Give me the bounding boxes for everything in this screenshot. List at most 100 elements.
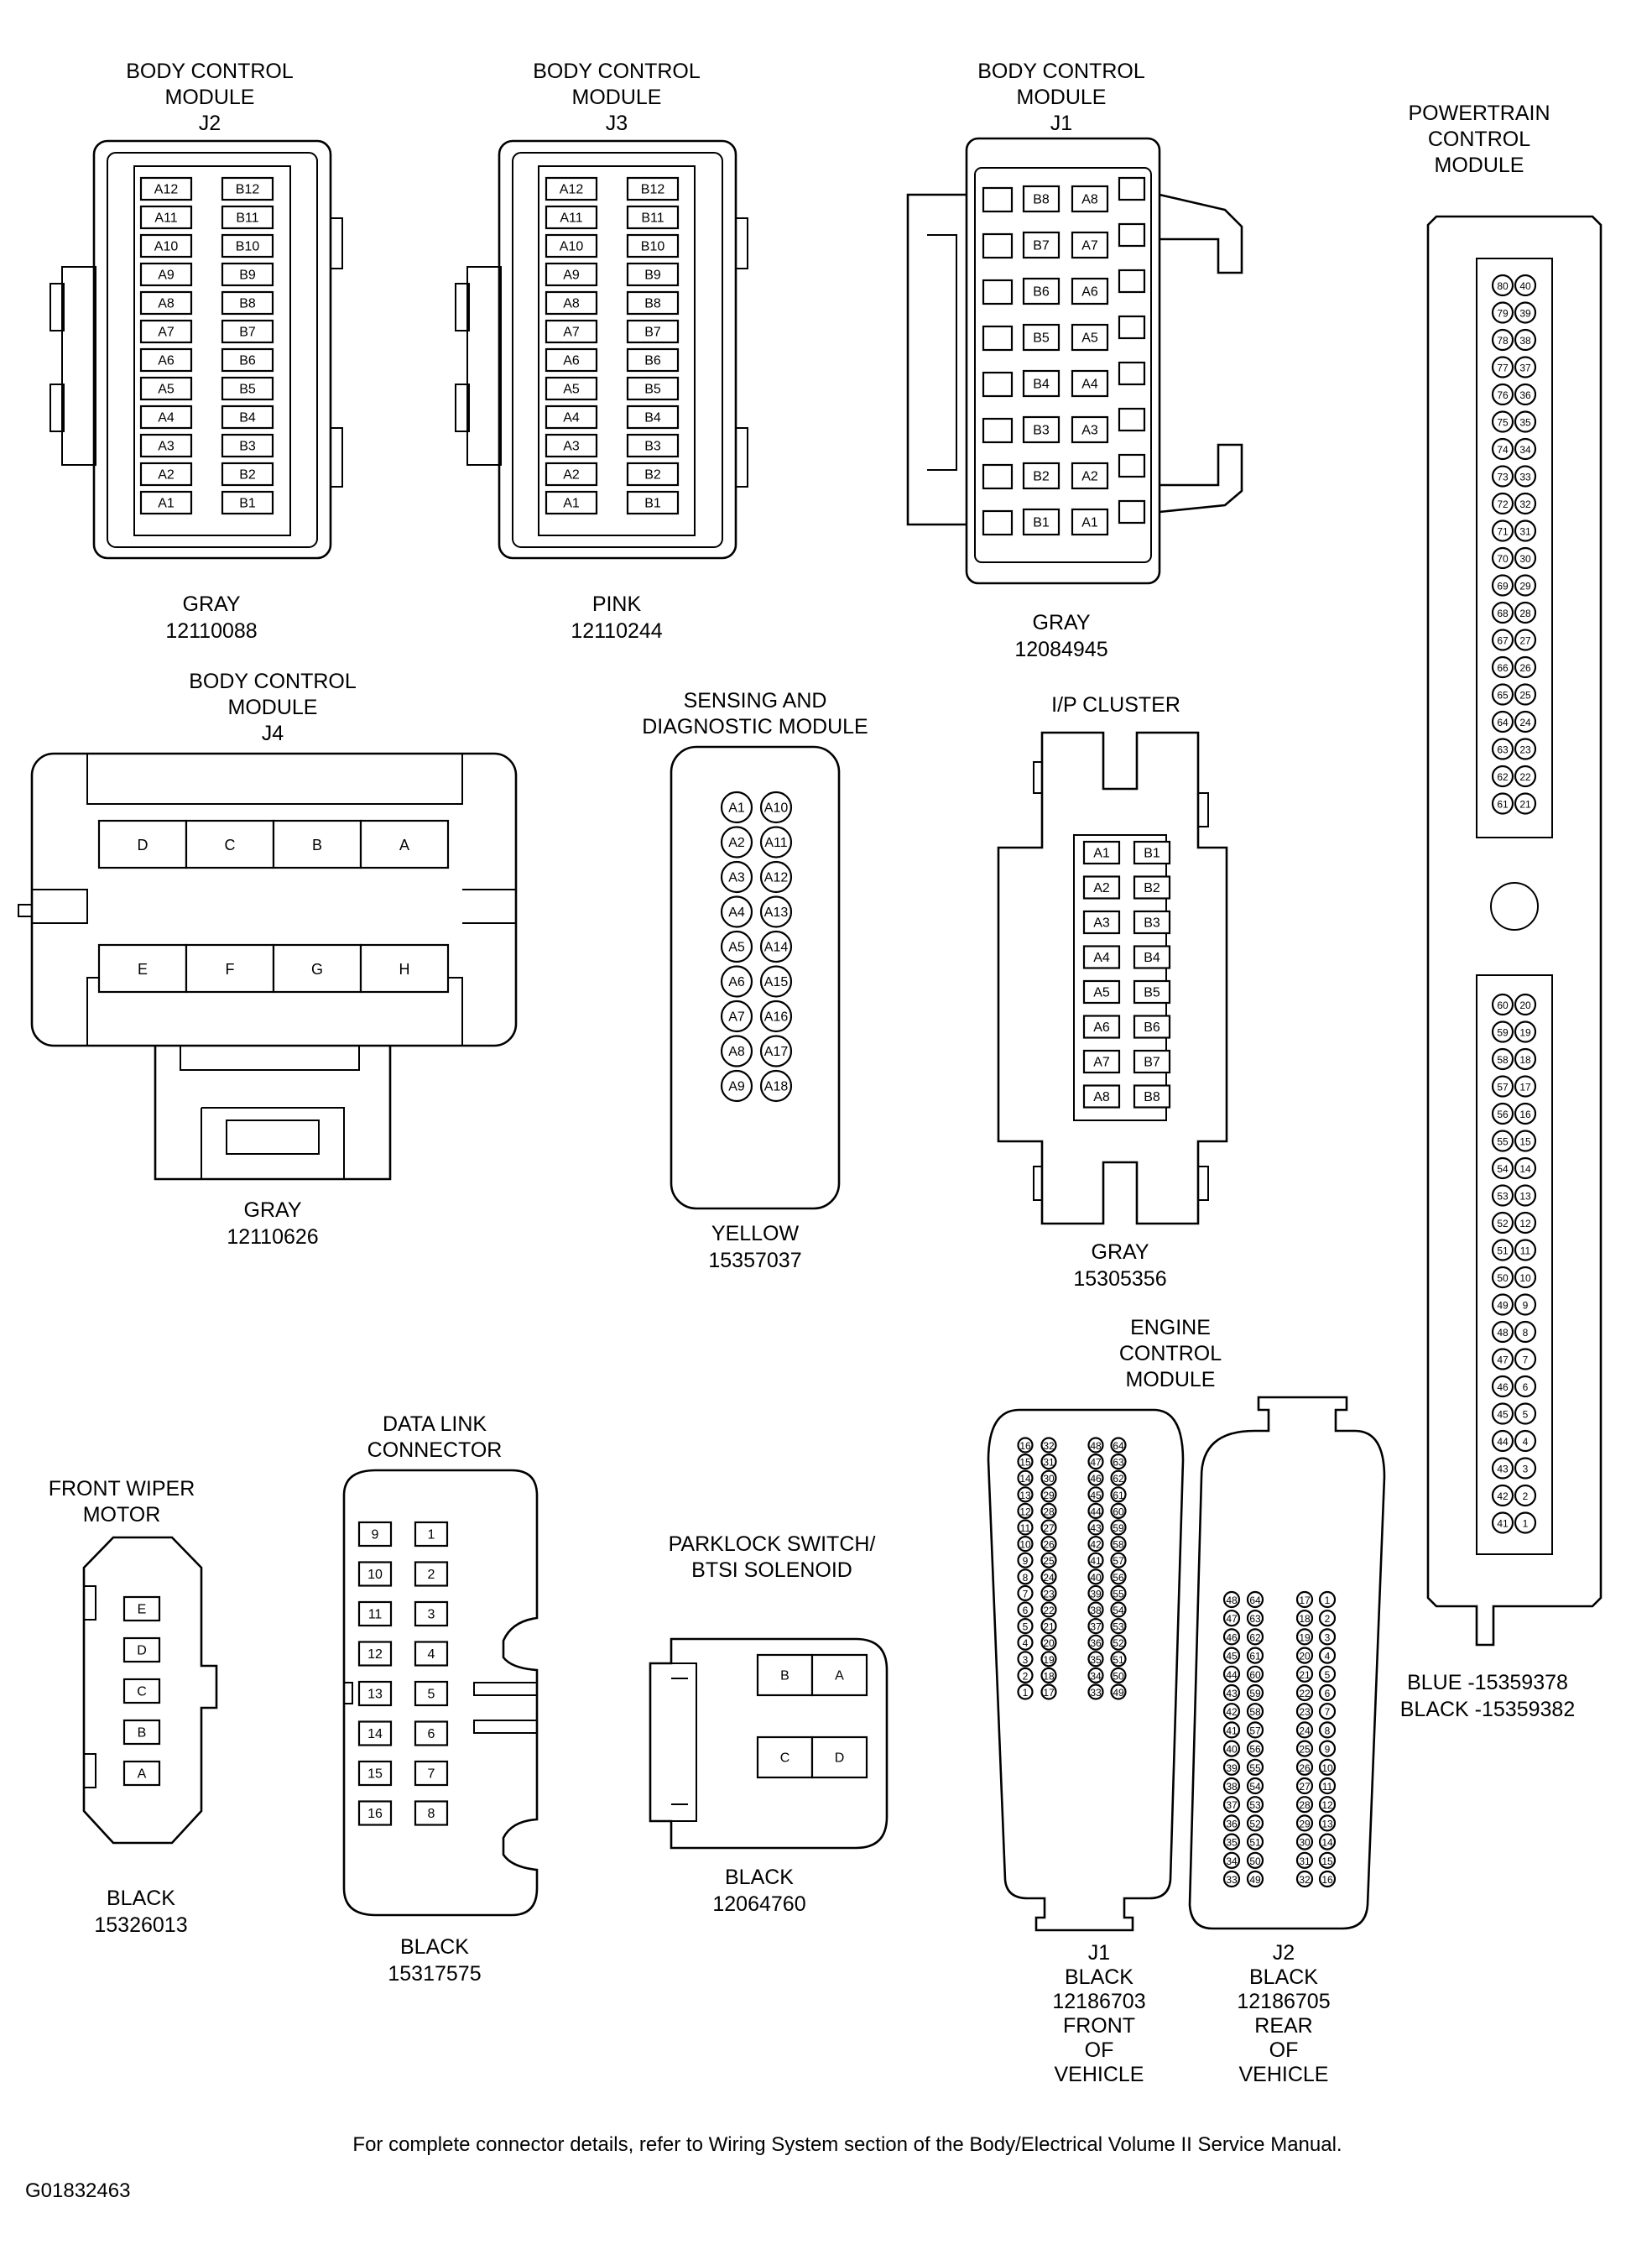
front-wiper-pin-a-cavity <box>122 1760 161 1787</box>
bcm-j2-pin-a2-cavity <box>139 462 193 487</box>
bcm-j2-pin-b3-label: B3 <box>239 440 256 454</box>
sdm-pin-a6-cavity <box>720 965 753 998</box>
pcm-pin-55-cavity <box>1491 1130 1514 1152</box>
data-link-pin-14-cavity <box>357 1720 393 1746</box>
bcm-j2-pin-b12-cavity <box>221 176 274 201</box>
bcm-j1-pin-b4-cavity <box>1022 369 1061 398</box>
bcm-j1-pin-b6-label: B6 <box>1033 285 1050 300</box>
pcm-pin-53-label: 53 <box>1497 1191 1509 1203</box>
ecm-j1-pin-8-label: 8 <box>1023 1572 1029 1584</box>
bcm-j1-empty-left-4-cavity <box>982 325 1014 352</box>
ecm-j2-pin-55-cavity <box>1246 1758 1264 1776</box>
bcm-j2-pin-a1-cavity <box>139 490 193 515</box>
ecm-j1-pin-4-label: 4 <box>1023 1637 1029 1649</box>
bcm-j4-pin-e-label: E <box>138 961 148 978</box>
pcm-pin-33-label: 33 <box>1519 472 1531 483</box>
ecm-j2-pin-57-label: 57 <box>1249 1725 1261 1736</box>
ecm-j1-pin-53-label: 53 <box>1113 1621 1124 1633</box>
sdm-pin-a12-label: A12 <box>764 871 789 885</box>
ecm-j2-pin-44-cavity <box>1222 1665 1241 1683</box>
ecm-j1-pin-57-cavity <box>1110 1552 1127 1568</box>
ecm-j1-pin-23-label: 23 <box>1043 1588 1055 1600</box>
bcm-j2-pin-b2-cavity <box>221 462 274 487</box>
ecm-j2-pin-22-label: 22 <box>1299 1688 1311 1699</box>
sdm-part-number: 15357037 <box>708 1249 801 1272</box>
bcm-j4-pin-d-label: D <box>138 837 149 853</box>
ip-cluster-title: I/P CLUSTER <box>1051 693 1180 717</box>
ecm-j2-pin-10-label: 10 <box>1321 1762 1333 1774</box>
ecm-j1-pin-29-label: 29 <box>1043 1490 1055 1501</box>
bcm-j4-part-number: 12110626 <box>227 1225 318 1249</box>
bcm-j2-title-line1: BODY CONTROL <box>126 60 294 83</box>
data-link-part-number: 15317575 <box>388 1962 481 1986</box>
bcm-j2-pin-b9-cavity <box>221 262 274 287</box>
pcm-pin-49-label: 49 <box>1497 1300 1509 1312</box>
ecm-j1-pin-17-label: 17 <box>1043 1687 1055 1699</box>
ecm-j2-pin-4-label: 4 <box>1325 1651 1331 1662</box>
ecm-j1-pin-33-cavity <box>1087 1683 1104 1700</box>
bcm-j1-empty-right-6-cavity <box>1118 407 1146 432</box>
bcm-j1-empty-left-7-cavity <box>982 463 1014 490</box>
pcm-pin-54-cavity <box>1491 1156 1514 1180</box>
ecm-j1-pin-3-label: 3 <box>1023 1654 1029 1666</box>
pcm-pin-21-cavity <box>1514 792 1537 815</box>
ecm-j2-pin-12-label: 12 <box>1321 1799 1333 1811</box>
front-wiper-color: BLACK <box>107 1887 175 1910</box>
ecm-j1-pin-45-cavity <box>1087 1486 1104 1503</box>
sdm-pin-a2-cavity <box>720 826 753 859</box>
bcm-j2-latch <box>61 266 96 466</box>
parklock-part-number: 12064760 <box>712 1892 805 1916</box>
ecm-j1-pin-61-label: 61 <box>1113 1490 1124 1501</box>
ecm-j2-pin-42-label: 42 <box>1226 1706 1238 1718</box>
bcm-j3-pin-b8-cavity <box>626 290 680 316</box>
ecm-j2-pin-44-label: 44 <box>1226 1669 1238 1681</box>
parklock-title-line1: PARKLOCK SWITCH/ <box>669 1532 876 1556</box>
bcm-j3-pin-b6-label: B6 <box>644 354 661 368</box>
sdm-pin-a1-label: A1 <box>728 801 745 816</box>
bcm-j2-pin-b1-label: B1 <box>239 497 256 511</box>
bcm-j2-pin-a10-cavity <box>139 233 193 258</box>
bcm-j1-pin-a2-cavity <box>1071 462 1109 490</box>
ecm-j1-pin-11-label: 11 <box>1020 1522 1031 1534</box>
pcm-pin-34-cavity <box>1514 437 1537 461</box>
sdm-pin-a7-label: A7 <box>728 1010 745 1025</box>
pcm-pin-69-cavity <box>1491 574 1514 597</box>
bcm-j1-title-line2: MODULE <box>1017 86 1107 109</box>
bcm-j1-pin-a4-label: A4 <box>1081 378 1098 392</box>
ecm-j1-label-line6: VEHICLE <box>1055 2063 1144 2086</box>
ip-cluster-pin-a2-label: A2 <box>1093 881 1110 895</box>
bcm-j4-pin-g-label: G <box>311 961 323 978</box>
ecm-j1-pin-62-cavity <box>1110 1469 1127 1486</box>
ecm-j2-pin-30-cavity <box>1295 1833 1314 1850</box>
sdm-pin-a15-cavity <box>759 965 793 998</box>
ecm-j1-pin-48-label: 48 <box>1090 1440 1102 1452</box>
bcm-j3-pin-b7-label: B7 <box>644 326 661 340</box>
pcm-pin-50-label: 50 <box>1497 1272 1509 1284</box>
bcm-j2-pin-a6-label: A6 <box>158 354 175 368</box>
bcm-j2-pin-b4-label: B4 <box>239 411 256 425</box>
ecm-j2-pin-30-label: 30 <box>1299 1837 1311 1849</box>
bcm-j2-pin-a12-label: A12 <box>154 183 179 197</box>
ecm-j1-pin-5-label: 5 <box>1023 1621 1029 1633</box>
bcm-j3-pin-a4-label: A4 <box>563 411 580 425</box>
ecm-j2-pin-63-label: 63 <box>1249 1613 1261 1625</box>
bcm-j1-pin-a1-label: A1 <box>1081 516 1098 530</box>
pcm-pin-35-cavity <box>1514 410 1537 433</box>
ecm-j1-pin-42-label: 42 <box>1090 1539 1102 1551</box>
bcm-j3-pin-b3-label: B3 <box>644 440 661 454</box>
ecm-j1-pin-4-cavity <box>1017 1634 1034 1651</box>
front-wiper-rib-top <box>83 1585 96 1621</box>
bcm-j1-title-line3: J1 <box>1050 112 1072 135</box>
ecm-j1-label-line2: BLACK <box>1065 1965 1133 1989</box>
ecm-j1-pin-22-label: 22 <box>1043 1605 1055 1616</box>
ecm-j1-pin-15-cavity <box>1017 1453 1034 1470</box>
pcm-pin-19-cavity <box>1514 1020 1537 1043</box>
bcm-j3-pin-a10-cavity <box>545 233 598 258</box>
ecm-j2-label-line6: VEHICLE <box>1239 2063 1329 2086</box>
bcm-j2-inner-wall <box>107 152 318 548</box>
bcm-j2-pin-a4-label: A4 <box>158 411 175 425</box>
data-link-pin-9-label: 9 <box>372 1528 379 1542</box>
pcm-pin-48-cavity <box>1491 1320 1514 1344</box>
